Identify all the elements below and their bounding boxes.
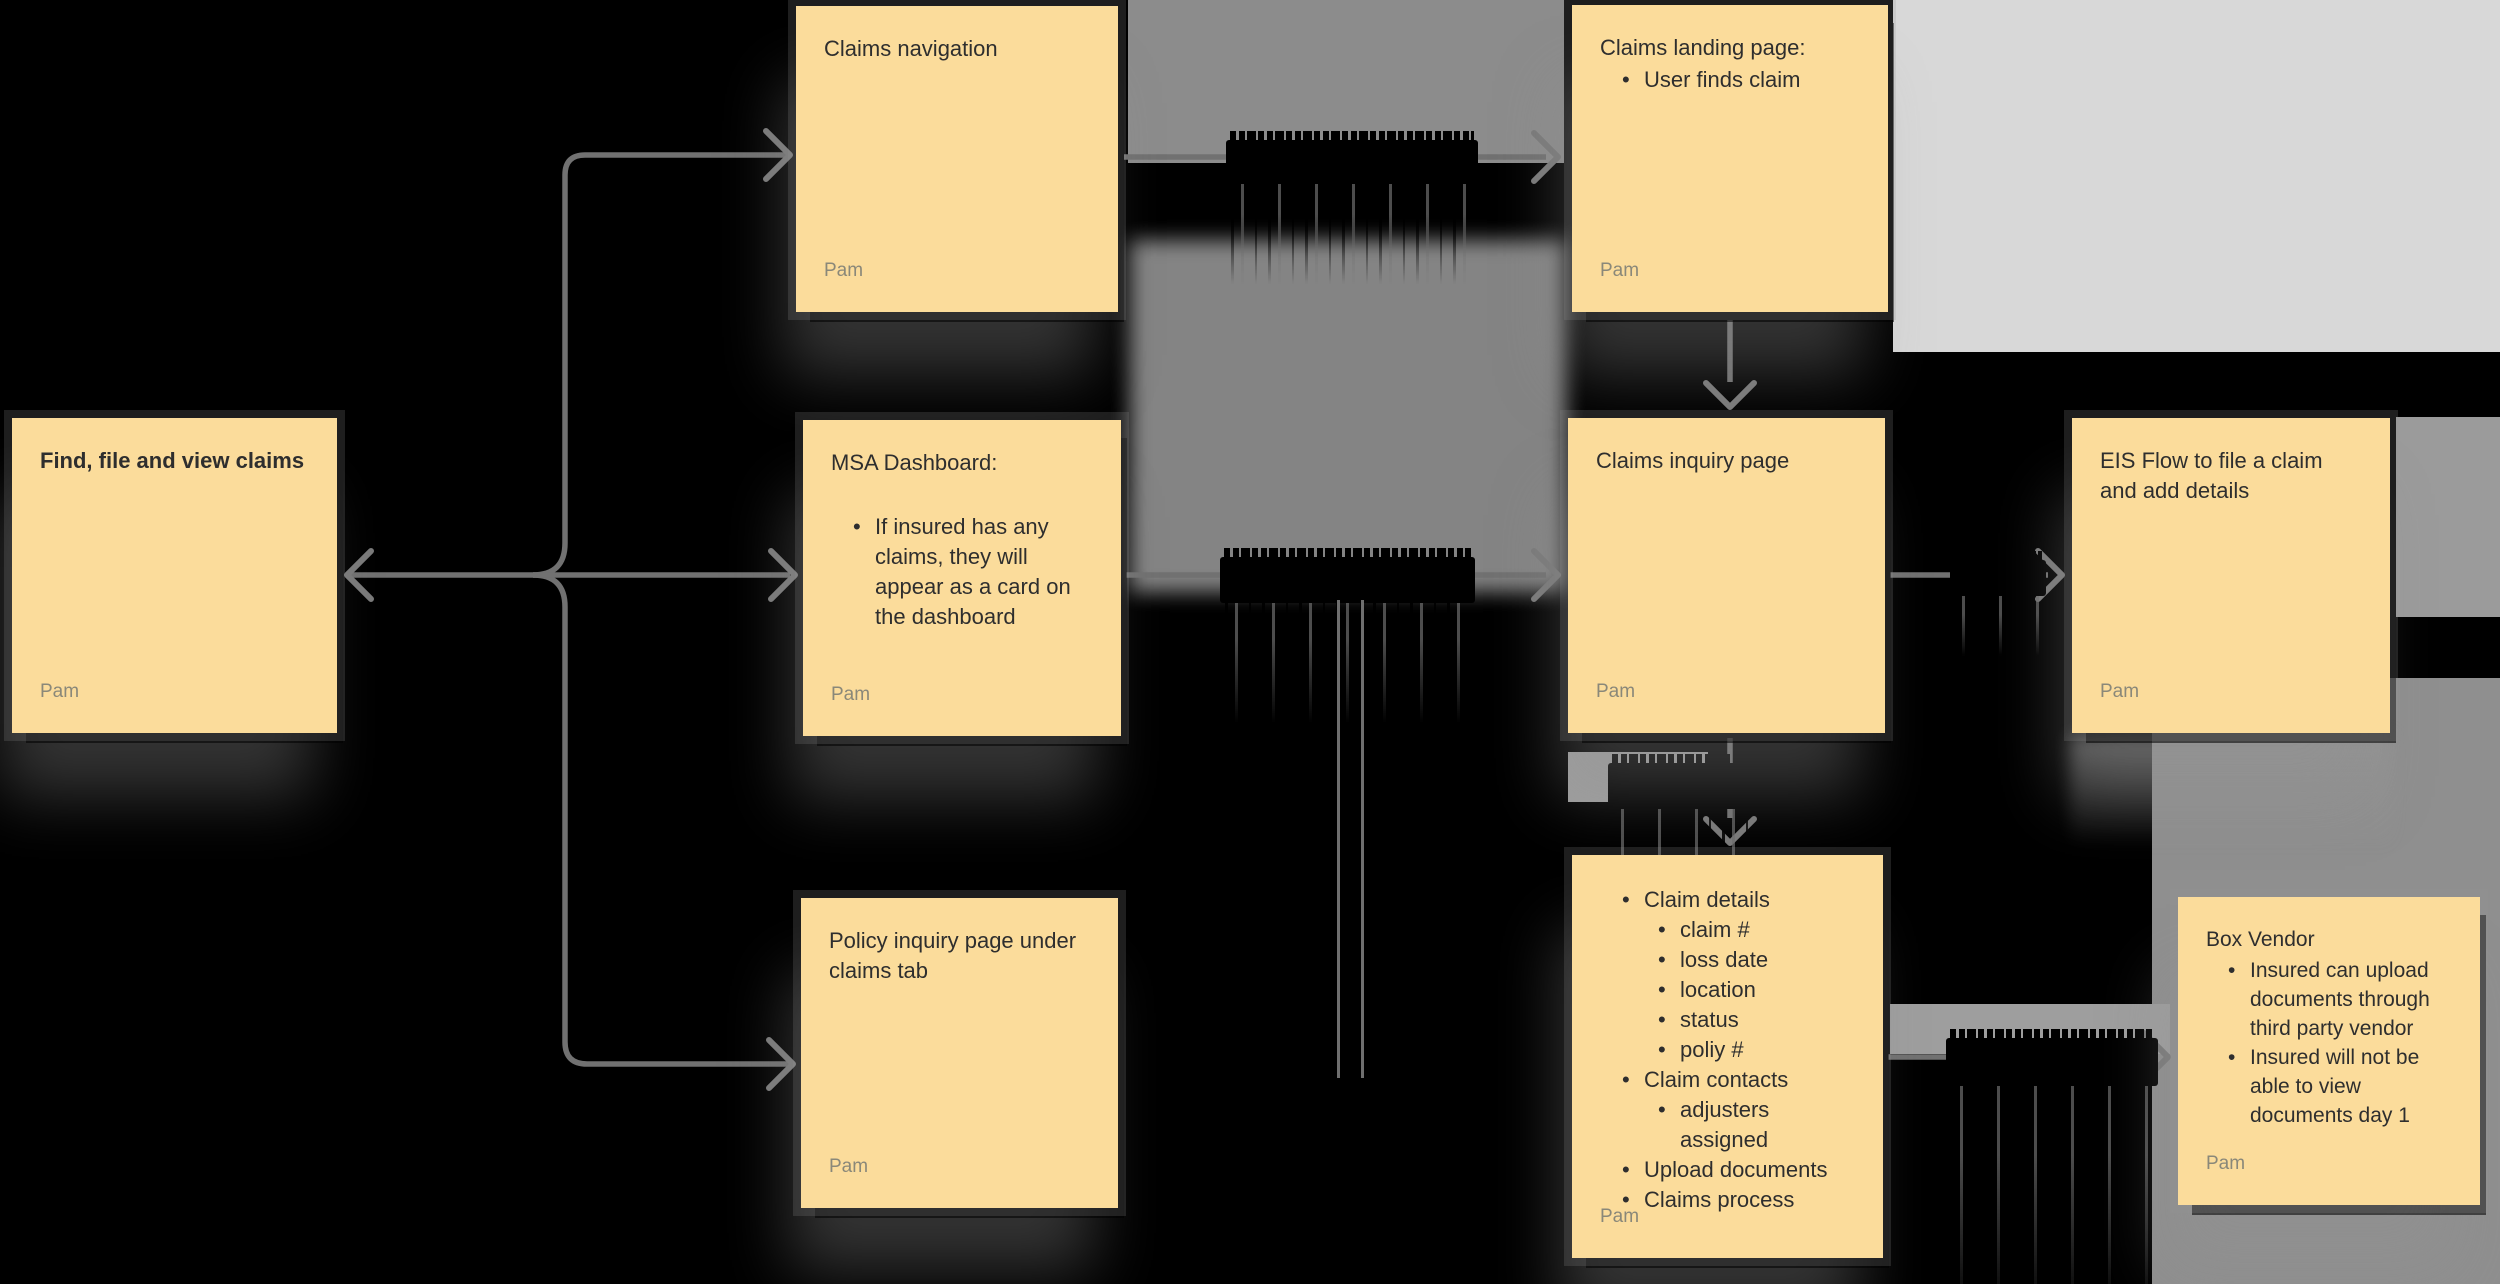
smeared-arrow-label — [1950, 551, 2046, 656]
smeared-arrow-label — [1946, 1029, 2158, 1284]
sticky-note-eis-flow[interactable]: EIS Flow to file a claim and add details… — [2072, 418, 2390, 733]
note-body: Claims landing page: User finds claim — [1600, 33, 1862, 284]
note-author: Pam — [1596, 681, 1636, 702]
connector-inquiry-to-details[interactable] — [1703, 738, 1757, 846]
note-bullet: status — [1658, 1005, 1857, 1035]
note-bullet: Claim contactsadjusters assigned — [1622, 1065, 1857, 1155]
note-body: Claims navigation — [824, 34, 1092, 284]
note-title: MSA Dashboard: — [831, 450, 998, 475]
note-body: MSA Dashboard: If insured has any claims,… — [831, 448, 1095, 708]
note-body: Find, file and view claims — [40, 446, 311, 705]
note-title: Claims navigation — [824, 36, 998, 61]
connector-nav-to-landing[interactable] — [1124, 130, 1561, 184]
note-bullet: Claims process — [1622, 1185, 1857, 1215]
note-title: Claims landing page: — [1600, 35, 1806, 60]
note-author: Pam — [1600, 260, 1640, 281]
note-bullet-list: Claim detailsclaim #loss datelocationsta… — [1600, 885, 1857, 1215]
bg-artifact-gray-blob-middle — [1130, 240, 1566, 592]
sticky-note-claim-details[interactable]: Claim detailsclaim #loss datelocationsta… — [1572, 855, 1883, 1258]
note-title: Claims inquiry page — [1596, 448, 1790, 473]
note-bullet: claim # — [1658, 915, 1857, 945]
sticky-note-box-vendor[interactable]: Box VendorInsured can upload documents t… — [2178, 897, 2480, 1205]
note-title: EIS Flow to file a claim and add details — [2100, 448, 2323, 503]
note-body: EIS Flow to file a claim and add details — [2100, 446, 2364, 705]
note-bullet: poliy # — [1658, 1035, 1857, 1065]
note-author: Pam — [831, 684, 871, 705]
bg-artifact-note-shadow — [2070, 736, 2390, 846]
note-title-gap — [831, 478, 1095, 510]
note-bullet-list: User finds claim — [1600, 65, 1862, 95]
note-body: Claims inquiry page — [1596, 446, 1859, 705]
note-bullet: location — [1658, 975, 1857, 1005]
note-bullet-list: If insured has any claims, they will app… — [831, 512, 1095, 632]
note-bullet: User finds claim — [1622, 65, 1862, 95]
note-body: Box VendorInsured can upload documents t… — [2206, 925, 2454, 1177]
note-title: Box Vendor — [2206, 928, 2315, 951]
note-bullet: Claim detailsclaim #loss datelocationsta… — [1622, 885, 1857, 1065]
smeared-arrow-label — [1220, 548, 1475, 723]
note-body: Policy inquiry page under claims tab — [829, 926, 1092, 1180]
note-author: Pam — [40, 681, 80, 702]
smeared-arrow-label — [1226, 131, 1478, 284]
note-bullet-list: Insured can upload documents through thi… — [2206, 956, 2454, 1130]
note-bullet: Insured can upload documents through thi… — [2228, 956, 2454, 1043]
connector-details-to-boxvendor[interactable] — [1888, 1030, 2171, 1084]
note-author: Pam — [1600, 1206, 1640, 1227]
connector-landing-to-inquiry[interactable] — [1703, 320, 1757, 410]
sticky-note-msa-dashboard[interactable]: MSA Dashboard: If insured has any claims,… — [803, 420, 1121, 736]
note-bullet: loss date — [1658, 945, 1857, 975]
bg-artifact-gray-band — [1890, 1004, 2170, 1054]
smear-streak-artifact — [1337, 600, 1340, 1078]
note-author: Pam — [2206, 1153, 2246, 1174]
note-title: Policy inquiry page under claims tab — [829, 928, 1077, 983]
bg-artifact-gray-strip-right — [2396, 417, 2500, 617]
note-bullet: Insured will not be able to view documen… — [2228, 1043, 2454, 1130]
note-author: Pam — [824, 260, 864, 281]
smear-streak-artifact — [1361, 600, 1364, 1078]
note-author: Pam — [829, 1156, 869, 1177]
connector-trunk[interactable] — [344, 128, 798, 1091]
connector-msa-to-inquiry[interactable] — [1126, 548, 1561, 602]
connector-inquiry-to-eis[interactable] — [1890, 548, 2065, 602]
note-bullet: If insured has any claims, they will app… — [853, 512, 1095, 632]
note-title: Find, file and view claims — [40, 448, 305, 473]
note-bullet: adjusters assigned — [1658, 1095, 1857, 1155]
bg-artifact-gray-column-top — [1128, 0, 1564, 163]
bg-artifact-light-gray-topright — [1893, 0, 2500, 352]
note-bullet: Upload documents — [1622, 1155, 1857, 1185]
note-author: Pam — [2100, 681, 2140, 702]
bg-artifact-gray-band — [1568, 752, 1708, 802]
note-body: Claim detailsclaim #loss datelocationsta… — [1600, 883, 1857, 1230]
